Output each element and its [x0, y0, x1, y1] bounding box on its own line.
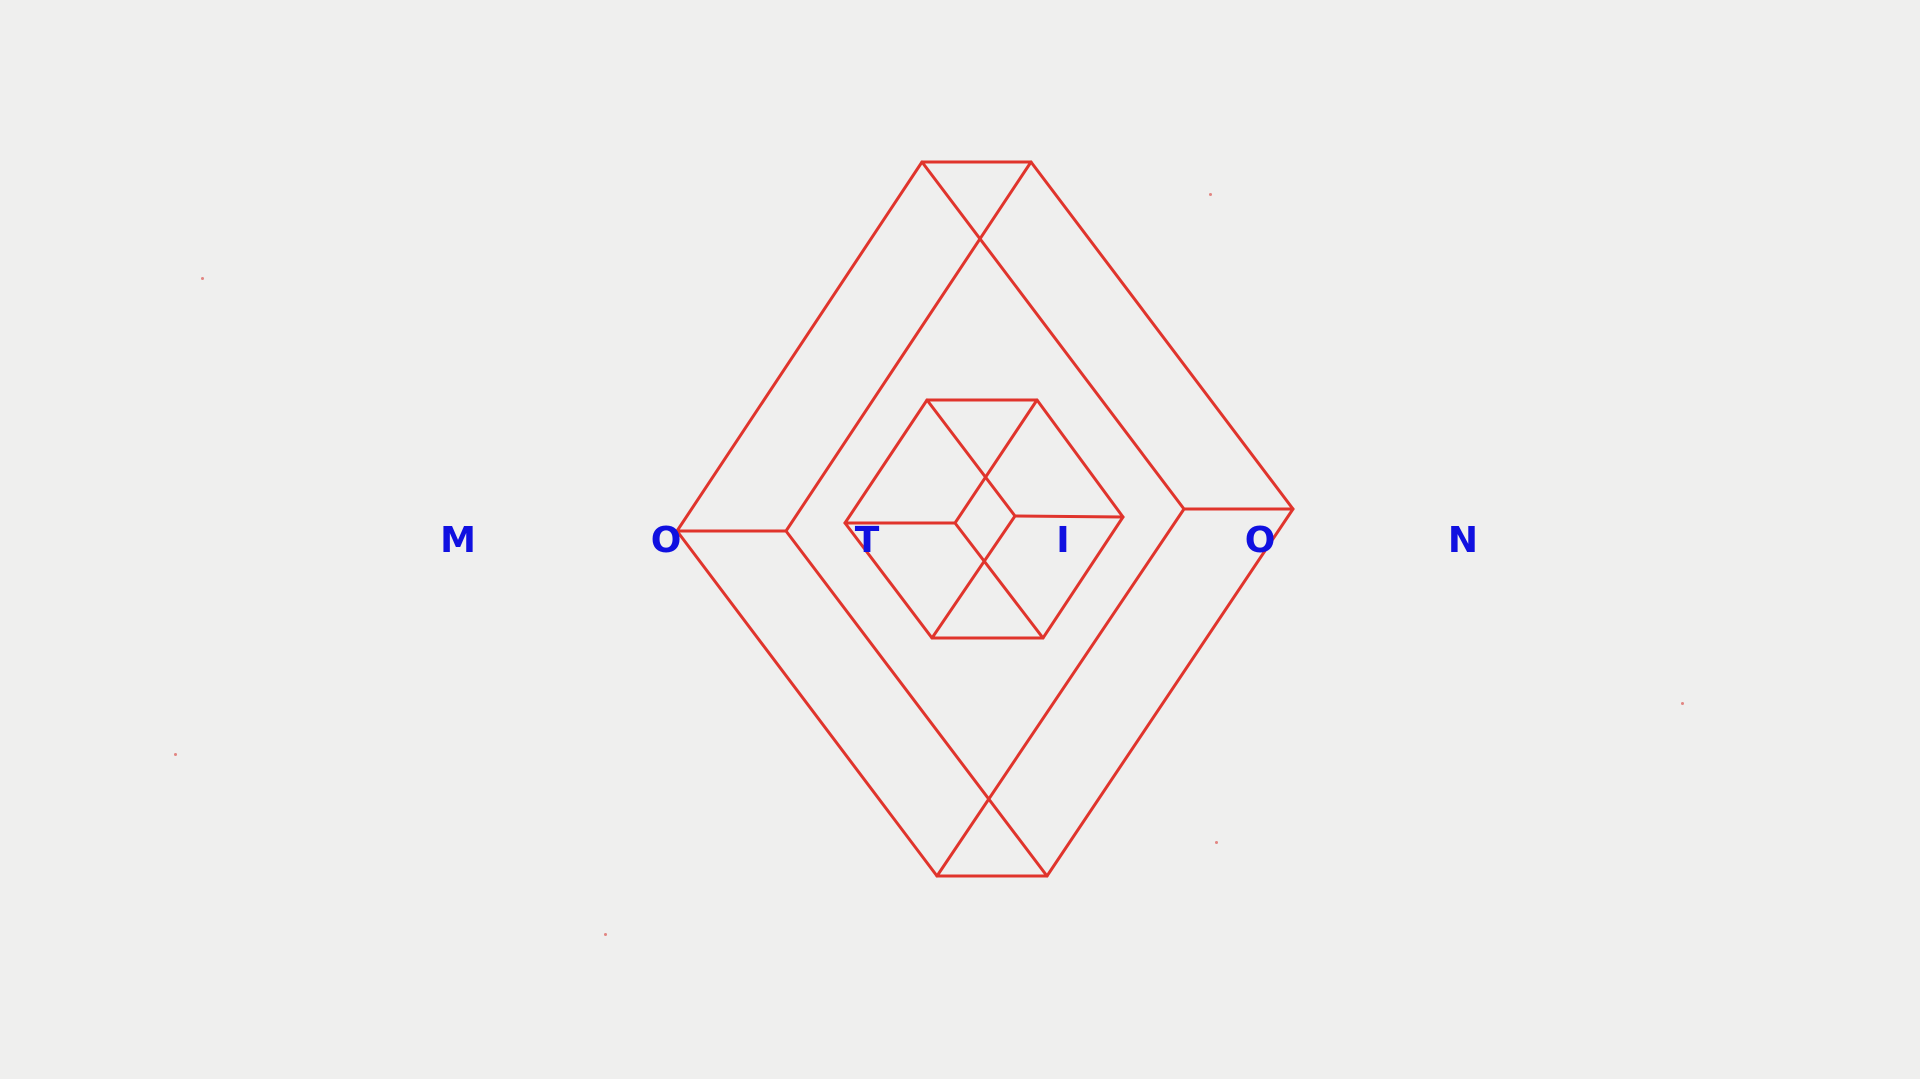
wordmark-letter-o-second: O	[1244, 520, 1276, 561]
cube-edge-e	[930, 514, 1017, 640]
outer-diamond-bottom-right-edge	[1045, 507, 1295, 878]
cube-edge-a	[925, 398, 1017, 518]
inner-band-top-right-edge	[920, 160, 1186, 511]
wordmark-letter-t: T	[854, 520, 880, 561]
grain-speck	[1209, 193, 1212, 196]
inner-band-top-left-edge	[784, 160, 1033, 533]
wordmark-letter-n: N	[1447, 520, 1479, 561]
inner-band-bottom-left-edge	[784, 529, 1049, 878]
outer-diamond-top-left-edge	[675, 160, 924, 533]
outer-diamond-bottom-left-edge	[675, 529, 939, 878]
cube-edge-c	[1013, 514, 1125, 519]
cube-edge-b	[953, 398, 1039, 525]
grain-speck	[1681, 702, 1684, 705]
grain-speck	[174, 753, 177, 756]
wordmark-letter-o-first: O	[650, 520, 682, 561]
wordmark-letter-m: M	[440, 520, 476, 561]
outer-diamond-top-right-edge	[1029, 160, 1295, 511]
cube-edge-f	[953, 521, 1045, 640]
grain-speck	[1215, 841, 1218, 844]
grain-speck	[604, 933, 607, 936]
inner-band-bottom-right-edge	[935, 507, 1186, 878]
wordmark-letter-i: I	[1056, 520, 1070, 561]
grain-speck	[201, 277, 204, 280]
